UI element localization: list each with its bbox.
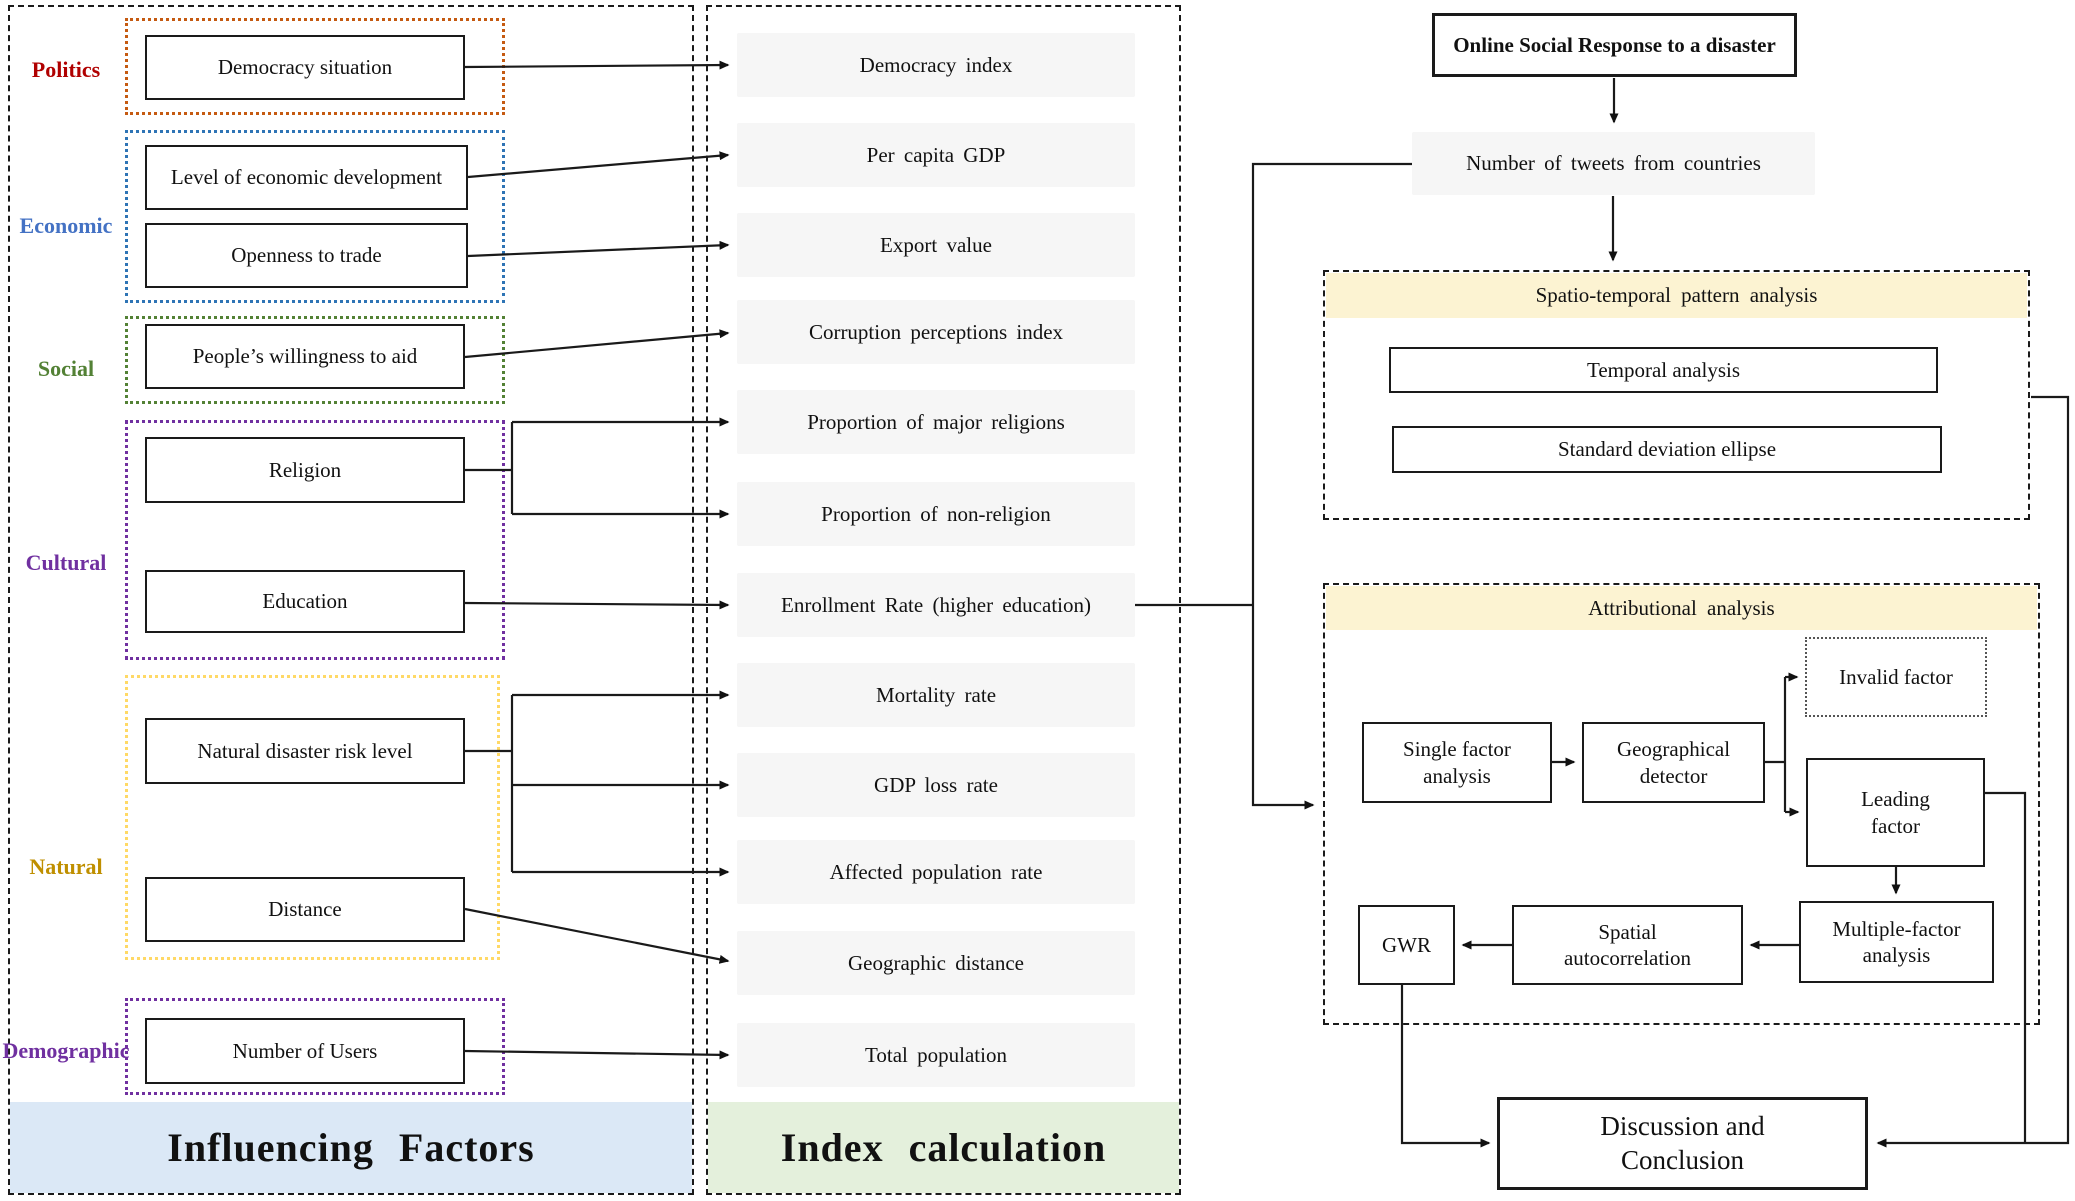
index-geographic-distance: Geographic distance	[737, 931, 1135, 995]
group-demographic	[125, 998, 505, 1095]
tweets-count-box: Number of tweets from countries	[1412, 132, 1815, 195]
index-mortality-rate: Mortality rate	[737, 663, 1135, 727]
index-democracy-index: Democracy index	[737, 33, 1135, 97]
online-response-title-box: Online Social Response to a disaster	[1432, 13, 1797, 77]
discussion-conclusion-box: Discussion and Conclusion	[1497, 1097, 1868, 1190]
category-label-social: Social	[37, 356, 95, 381]
category-label-natural: Natural	[29, 854, 103, 879]
single-factor-analysis-box: Single factor analysis	[1362, 722, 1552, 803]
spatio-temporal-header: Spatio-temporal pattern analysis	[1326, 273, 2027, 318]
group-economic	[125, 130, 505, 303]
index-affected-population: Affected population rate	[737, 840, 1135, 904]
index-major-religions: Proportion of major religions	[737, 390, 1135, 454]
attributional-header: Attributional analysis	[1326, 586, 2037, 630]
spatial-autocorrelation-box: Spatial autocorrelation	[1512, 905, 1743, 985]
geographical-detector-box: Geographical detector	[1582, 722, 1765, 803]
index-corruption-index: Corruption perceptions index	[737, 300, 1135, 364]
index-export-value: Export value	[737, 213, 1135, 277]
gwr-box: GWR	[1358, 905, 1455, 985]
factor-distance: Distance	[145, 877, 465, 942]
factor-openness-to-trade: Openness to trade	[145, 223, 468, 288]
index-per-capita-gdp: Per capita GDP	[737, 123, 1135, 187]
standard-deviation-ellipse-box: Standard deviation ellipse	[1392, 426, 1942, 473]
category-label-politics: Politics	[31, 57, 101, 82]
invalid-factor-box: Invalid factor	[1805, 637, 1987, 717]
factor-education: Education	[145, 570, 465, 633]
index-calculation-panel	[706, 5, 1181, 1195]
factor-disaster-risk-level: Natural disaster risk level	[145, 718, 465, 784]
factor-willingness-to-aid: People’s willingness to aid	[145, 324, 465, 389]
index-non-religion: Proportion of non-religion	[737, 482, 1135, 546]
factor-democracy-situation: Democracy situation	[145, 35, 465, 100]
factor-economic-development: Level of economic development	[145, 145, 468, 210]
factor-number-of-users: Number of Users	[145, 1018, 465, 1084]
factor-religion: Religion	[145, 437, 465, 503]
influencing-factors-title: Influencing Factors	[10, 1102, 692, 1193]
influencing-factors-panel	[8, 5, 694, 1195]
index-total-population: Total population	[737, 1023, 1135, 1087]
group-social	[125, 316, 505, 404]
index-calculation-title: Index calculation	[708, 1102, 1179, 1193]
index-gdp-loss-rate: GDP loss rate	[737, 753, 1135, 817]
index-enrollment-rate: Enrollment Rate (higher education)	[737, 573, 1135, 637]
group-cultural	[125, 420, 505, 660]
category-label-economic: Economic	[19, 213, 113, 238]
leading-factor-box: Leading factor	[1806, 758, 1985, 867]
group-natural	[125, 675, 500, 960]
temporal-analysis-box: Temporal analysis	[1389, 347, 1938, 393]
category-label-demographic: Demographic	[2, 1038, 130, 1063]
multiple-factor-analysis-box: Multiple-factor analysis	[1799, 901, 1994, 983]
category-label-cultural: Cultural	[25, 550, 107, 575]
